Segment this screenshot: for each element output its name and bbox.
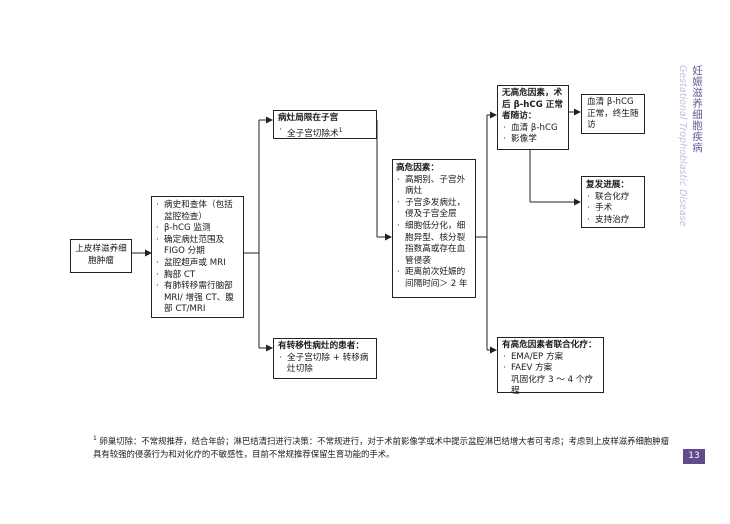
high-risk-title: 高危因素： — [396, 163, 439, 173]
relapse-title: 复发进展： — [586, 180, 629, 190]
no-high-risk-item: 血清 β-hCG — [502, 123, 564, 135]
workup-item: 确定病灶范围及 FIGO 分期 — [155, 235, 240, 258]
combo-item: EMA/EP 方案 — [502, 352, 599, 364]
combo-chemo-node: 有高危因素者联合化疗： EMA/EP 方案 FAEV 方案 巩固化疗 3 ～ 4… — [497, 337, 604, 396]
uterine-title: 病灶局限在子宫 — [278, 113, 339, 123]
chapter-title: 妊娠滋养细胞疾病 — [691, 65, 703, 153]
relapse-list: 联合化疗 手术 支持治疗 — [586, 192, 640, 227]
start-node: 上皮样滋养细胞肿瘤 — [70, 239, 132, 273]
workup-item: 胸部 CT — [155, 270, 240, 282]
no-high-risk-node: 无高危因素，术后 β-hCG 正常者随访： 血清 β-hCG 影像学 — [497, 85, 569, 150]
combo-item: FAEV 方案 — [502, 363, 599, 375]
high-risk-node: 高危因素： 高期别、子宫外病灶 子宫多发病灶，侵及子宫全层 细胞低分化，细胞异型… — [392, 159, 476, 298]
footnote-text: 卵巢切除：不常规推荐，结合年龄；淋巴结清扫进行决策：不常规进行，对于术前影像学或… — [93, 435, 669, 459]
high-risk-item: 高期别、子宫外病灶 — [396, 175, 472, 198]
footnote-number: 1 — [93, 435, 97, 442]
no-high-risk-title: 无高危因素，术后 β-hCG 正常者随访： — [502, 88, 563, 122]
uterine-item: 全子宫切除术1 — [278, 125, 372, 140]
uterine-node: 病灶局限在子宫 全子宫切除术1 — [273, 110, 377, 139]
uterine-item-text: 全子宫切除术 — [287, 128, 339, 139]
uterine-list: 全子宫切除术1 — [278, 125, 372, 140]
workup-item: 病史和查体（包括盆腔检查） — [155, 200, 240, 223]
start-label: 上皮样滋养细胞肿瘤 — [75, 244, 127, 266]
high-risk-item: 距离前次妊娠的间隔时间＞ 2 年 — [396, 267, 472, 290]
high-risk-item: 细胞低分化，细胞异型、核分裂指数高或存在血管侵袭 — [396, 221, 472, 267]
serum-text: 血清 β-hCG 正常，终生随访 — [587, 97, 639, 131]
metastatic-node: 有转移性病灶的患者： 全子宫切除 + 转移病灶切除 — [273, 338, 377, 379]
relapse-item: 联合化疗 — [586, 192, 640, 204]
no-high-risk-item: 影像学 — [502, 134, 564, 146]
workup-item: 有肺转移需行脑部 MRI/ 增强 CT、腹部 CT/MRI — [155, 281, 240, 316]
metastatic-title: 有转移性病灶的患者： — [278, 341, 364, 351]
combo-list: EMA/EP 方案 FAEV 方案 — [502, 352, 599, 375]
high-risk-list: 高期别、子宫外病灶 子宫多发病灶，侵及子宫全层 细胞低分化，细胞异型、核分裂指数… — [396, 175, 472, 291]
combo-tail: 巩固化疗 3 ～ 4 个疗程 — [511, 374, 594, 397]
footnote: 1 卵巢切除：不常规推荐，结合年龄；淋巴结清扫进行决策：不常规进行，对于术前影像… — [93, 432, 673, 461]
high-risk-item: 子宫多发病灶，侵及子宫全层 — [396, 198, 472, 221]
serum-node: 血清 β-hCG 正常，终生随访 — [581, 94, 645, 134]
combo-title: 有高危因素者联合化疗： — [502, 340, 597, 350]
no-high-risk-list: 血清 β-hCG 影像学 — [502, 123, 564, 146]
workup-item: 盆腔超声或 MRI — [155, 258, 240, 270]
workup-item: β-hCG 监测 — [155, 223, 240, 235]
workup-node: 病史和查体（包括盆腔检查） β-hCG 监测 确定病灶范围及 FIGO 分期 盆… — [151, 196, 244, 318]
metastatic-item: 全子宫切除 + 转移病灶切除 — [278, 353, 372, 376]
metastatic-list: 全子宫切除 + 转移病灶切除 — [278, 353, 372, 376]
footnote-mark: 1 — [338, 126, 343, 134]
chapter-subtitle: Gestational Trophoblastic Disease — [677, 65, 688, 227]
relapse-node: 复发进展： 联合化疗 手术 支持治疗 — [581, 176, 645, 228]
relapse-item: 支持治疗 — [586, 215, 640, 227]
relapse-item: 手术 — [586, 203, 640, 215]
page-number: 13 — [683, 449, 705, 464]
workup-list: 病史和查体（包括盆腔检查） β-hCG 监测 确定病灶范围及 FIGO 分期 盆… — [155, 200, 240, 316]
